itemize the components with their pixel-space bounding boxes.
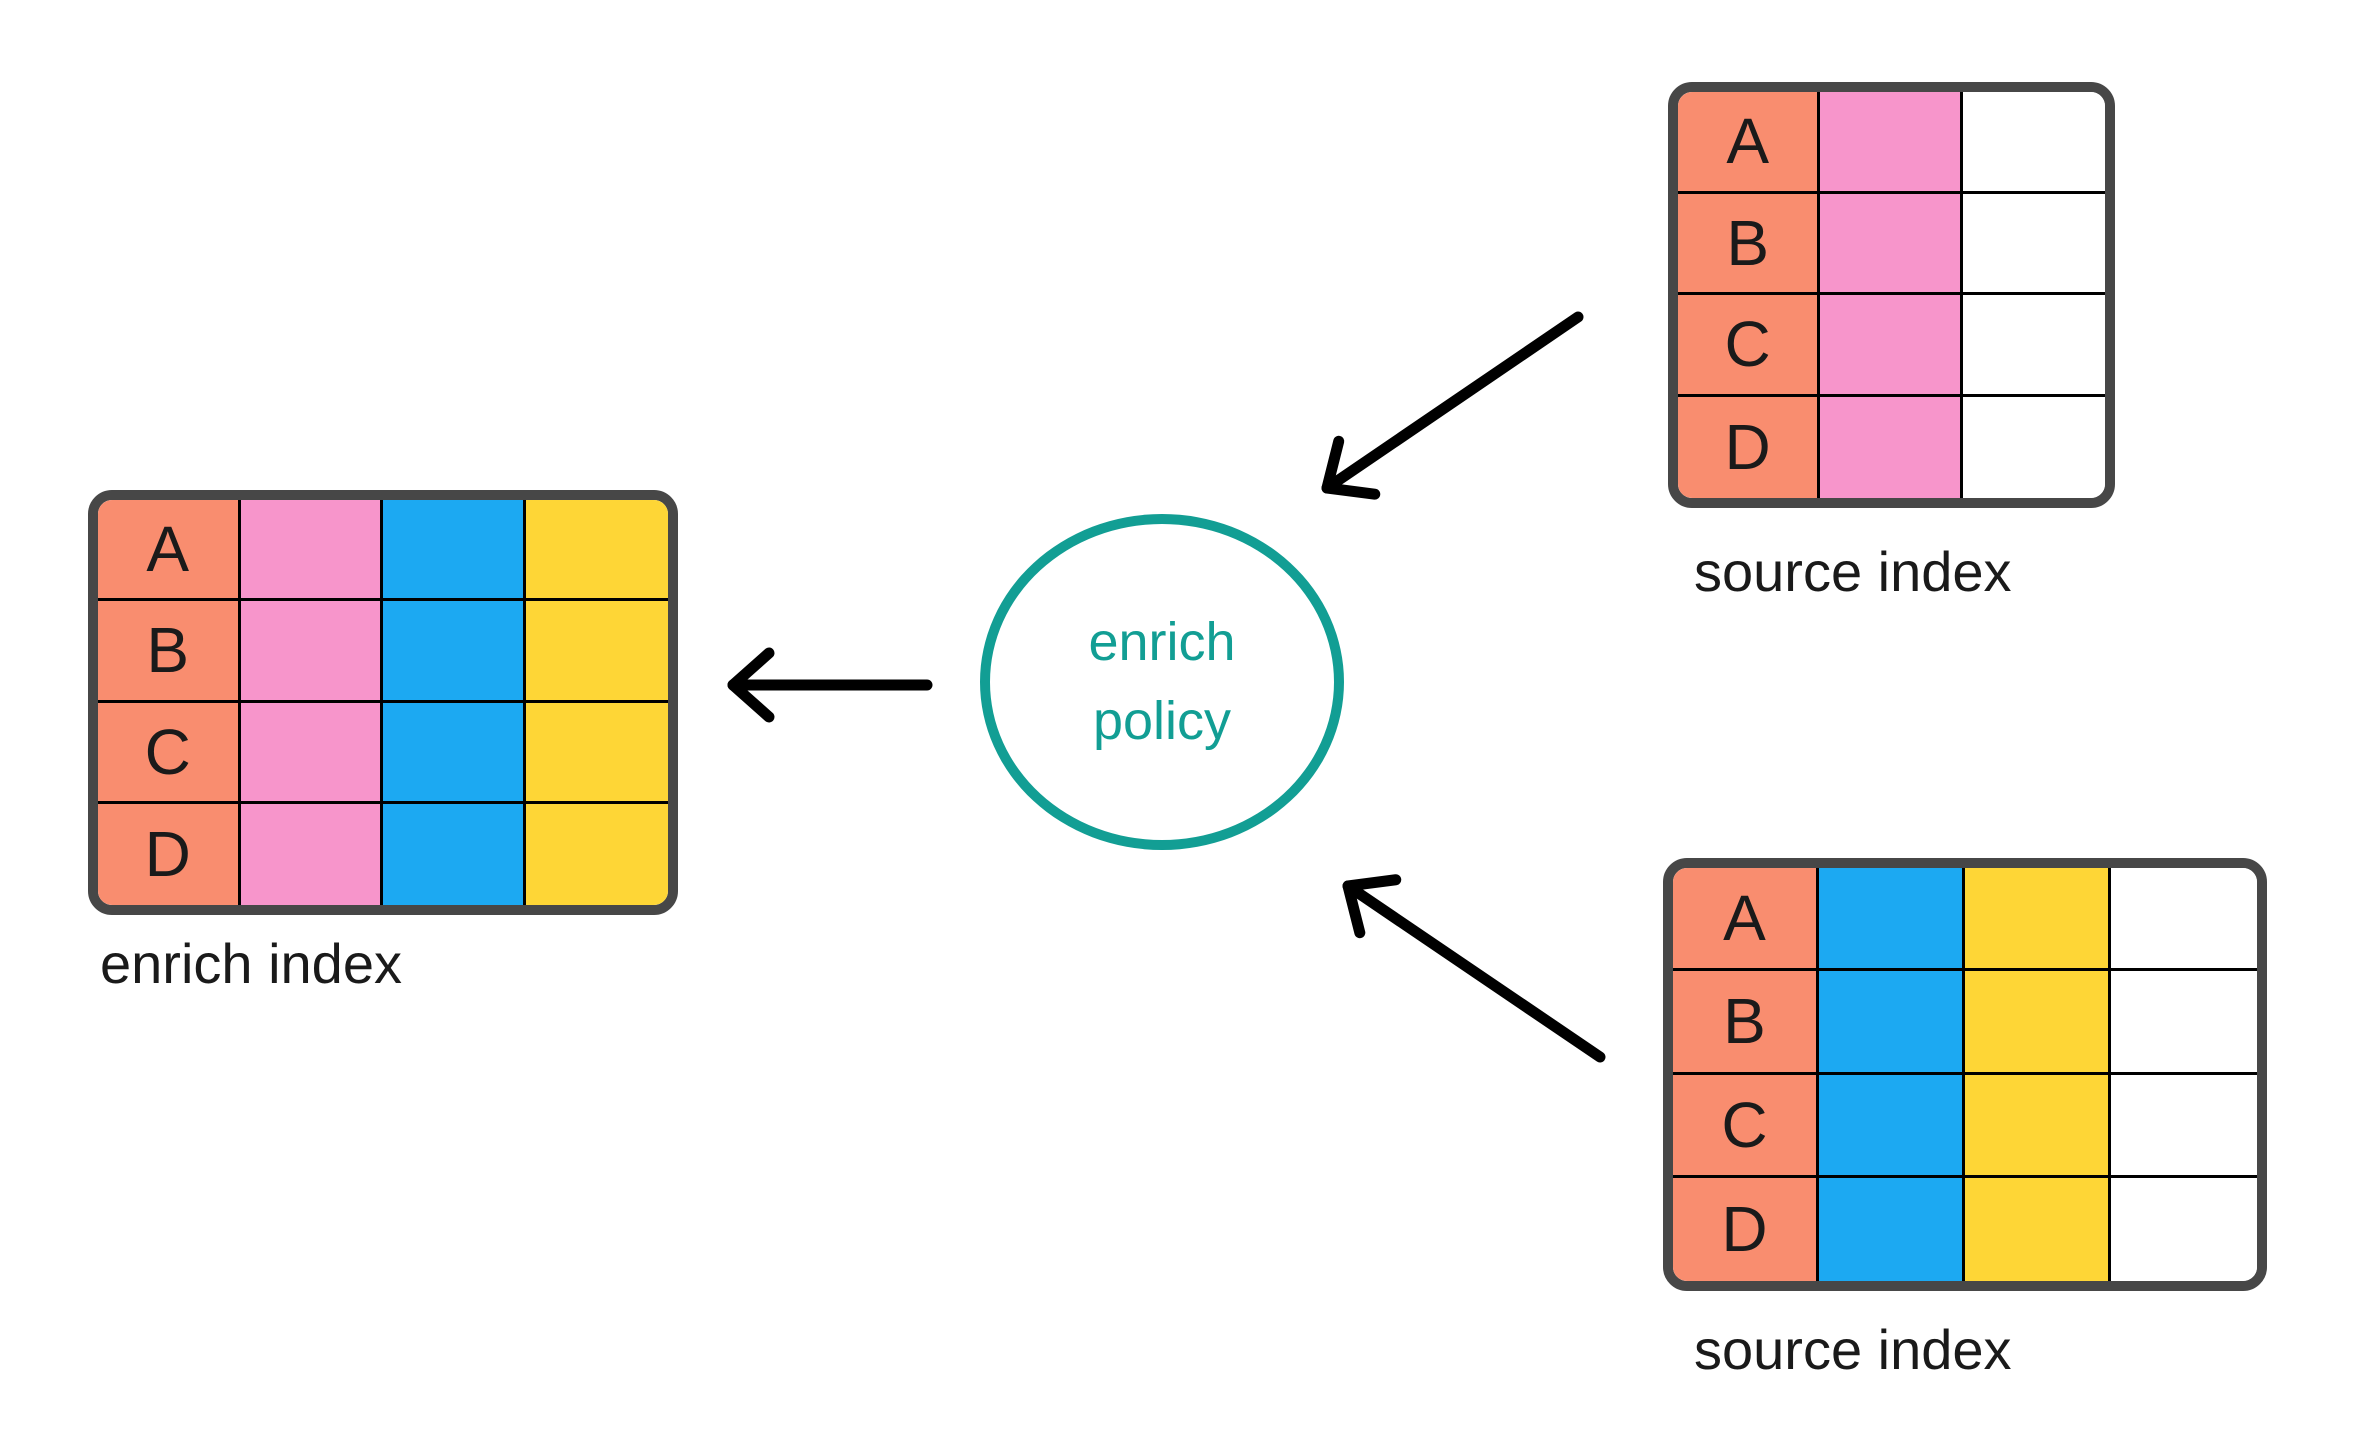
source-index-top-cell-B-pink — [1820, 193, 1963, 295]
source-index-top-label: source index — [1694, 540, 2012, 603]
source-index-top-cell-B-salmon: B — [1678, 193, 1821, 295]
enrich-index-cell-D-pink — [240, 803, 383, 905]
enrich-index-label: enrich index — [100, 932, 402, 995]
source-index-top-cell-D-salmon: D — [1678, 396, 1821, 498]
source-index-bottom-cell-C-white — [2111, 1074, 2257, 1178]
enrich-index-cell-A-pink — [240, 500, 383, 602]
source-index-top-cell-C-salmon: C — [1678, 295, 1821, 397]
enrich-policy-circle: enrich policy — [980, 514, 1344, 850]
enrich-index-cell-C-pink — [240, 702, 383, 804]
enrich-index-cell-B-salmon: B — [98, 601, 241, 703]
source-index-bottom-cell-B-white — [2111, 971, 2257, 1075]
enrich-index-cell-C-salmon: C — [98, 702, 241, 804]
enrich-index-cell-A-salmon: A — [98, 500, 241, 602]
source-index-bottom-cell-B-blue — [1819, 971, 1965, 1075]
source-index-top-cell-A-pink — [1820, 92, 1963, 194]
enrich-policy-text-line2: policy — [1092, 691, 1232, 751]
arrow-source-bottom-to-policy — [1342, 874, 1606, 1063]
enrich-index-cell-B-pink — [240, 601, 383, 703]
source-index-bottom-cell-A-blue — [1819, 868, 1965, 972]
source-index-bottom-cell-A-yellow — [1965, 868, 2111, 972]
source-index-bottom-label: source index — [1694, 1318, 2012, 1381]
source-index-top-cell-A-white — [1962, 92, 2105, 194]
enrich-index-cell-D-salmon: D — [98, 803, 241, 905]
source-index-top-cell-D-white — [1962, 396, 2105, 498]
source-index-bottom-cell-D-salmon: D — [1673, 1177, 1819, 1281]
source-index-top-cell-A-salmon: A — [1678, 92, 1821, 194]
source-index-bottom-cell-D-white — [2111, 1177, 2257, 1281]
arrow-policy-to-enrich-index — [727, 647, 933, 723]
enrich-policy-text-line1: enrich — [1088, 612, 1236, 672]
source-index-bottom-cell-C-yellow — [1965, 1074, 2111, 1178]
enrich-index-cell-D-yellow — [525, 803, 668, 905]
enrich-index-cell-A-yellow — [525, 500, 668, 602]
source-index-top-cell-B-white — [1962, 193, 2105, 295]
source-index-bottom-cell-B-salmon: B — [1673, 971, 1819, 1075]
enrich-index-cell-B-blue — [383, 601, 526, 703]
source-index-top-cell-D-pink — [1820, 396, 1963, 498]
source-index-bottom-cell-B-yellow — [1965, 971, 2111, 1075]
source-index-bottom-cell-C-salmon: C — [1673, 1074, 1819, 1178]
source-index-bottom-cell-D-yellow — [1965, 1177, 2111, 1281]
enrich-index-cell-C-blue — [383, 702, 526, 804]
enrich-index-cell-C-yellow — [525, 702, 668, 804]
source-index-bottom-cell-A-white — [2111, 868, 2257, 972]
enrich-index-cell-D-blue — [383, 803, 526, 905]
source-index-top-cell-C-pink — [1820, 295, 1963, 397]
source-index-bottom-cell-C-blue — [1819, 1074, 1965, 1178]
enrich-index-cell-B-yellow — [525, 601, 668, 703]
source-index-bottom-cell-D-blue — [1819, 1177, 1965, 1281]
arrow-source-top-to-policy — [1321, 311, 1584, 500]
enrich-index-cell-A-blue — [383, 500, 526, 602]
source-index-bottom-cell-A-salmon: A — [1673, 868, 1819, 972]
source-index-top-cell-C-white — [1962, 295, 2105, 397]
